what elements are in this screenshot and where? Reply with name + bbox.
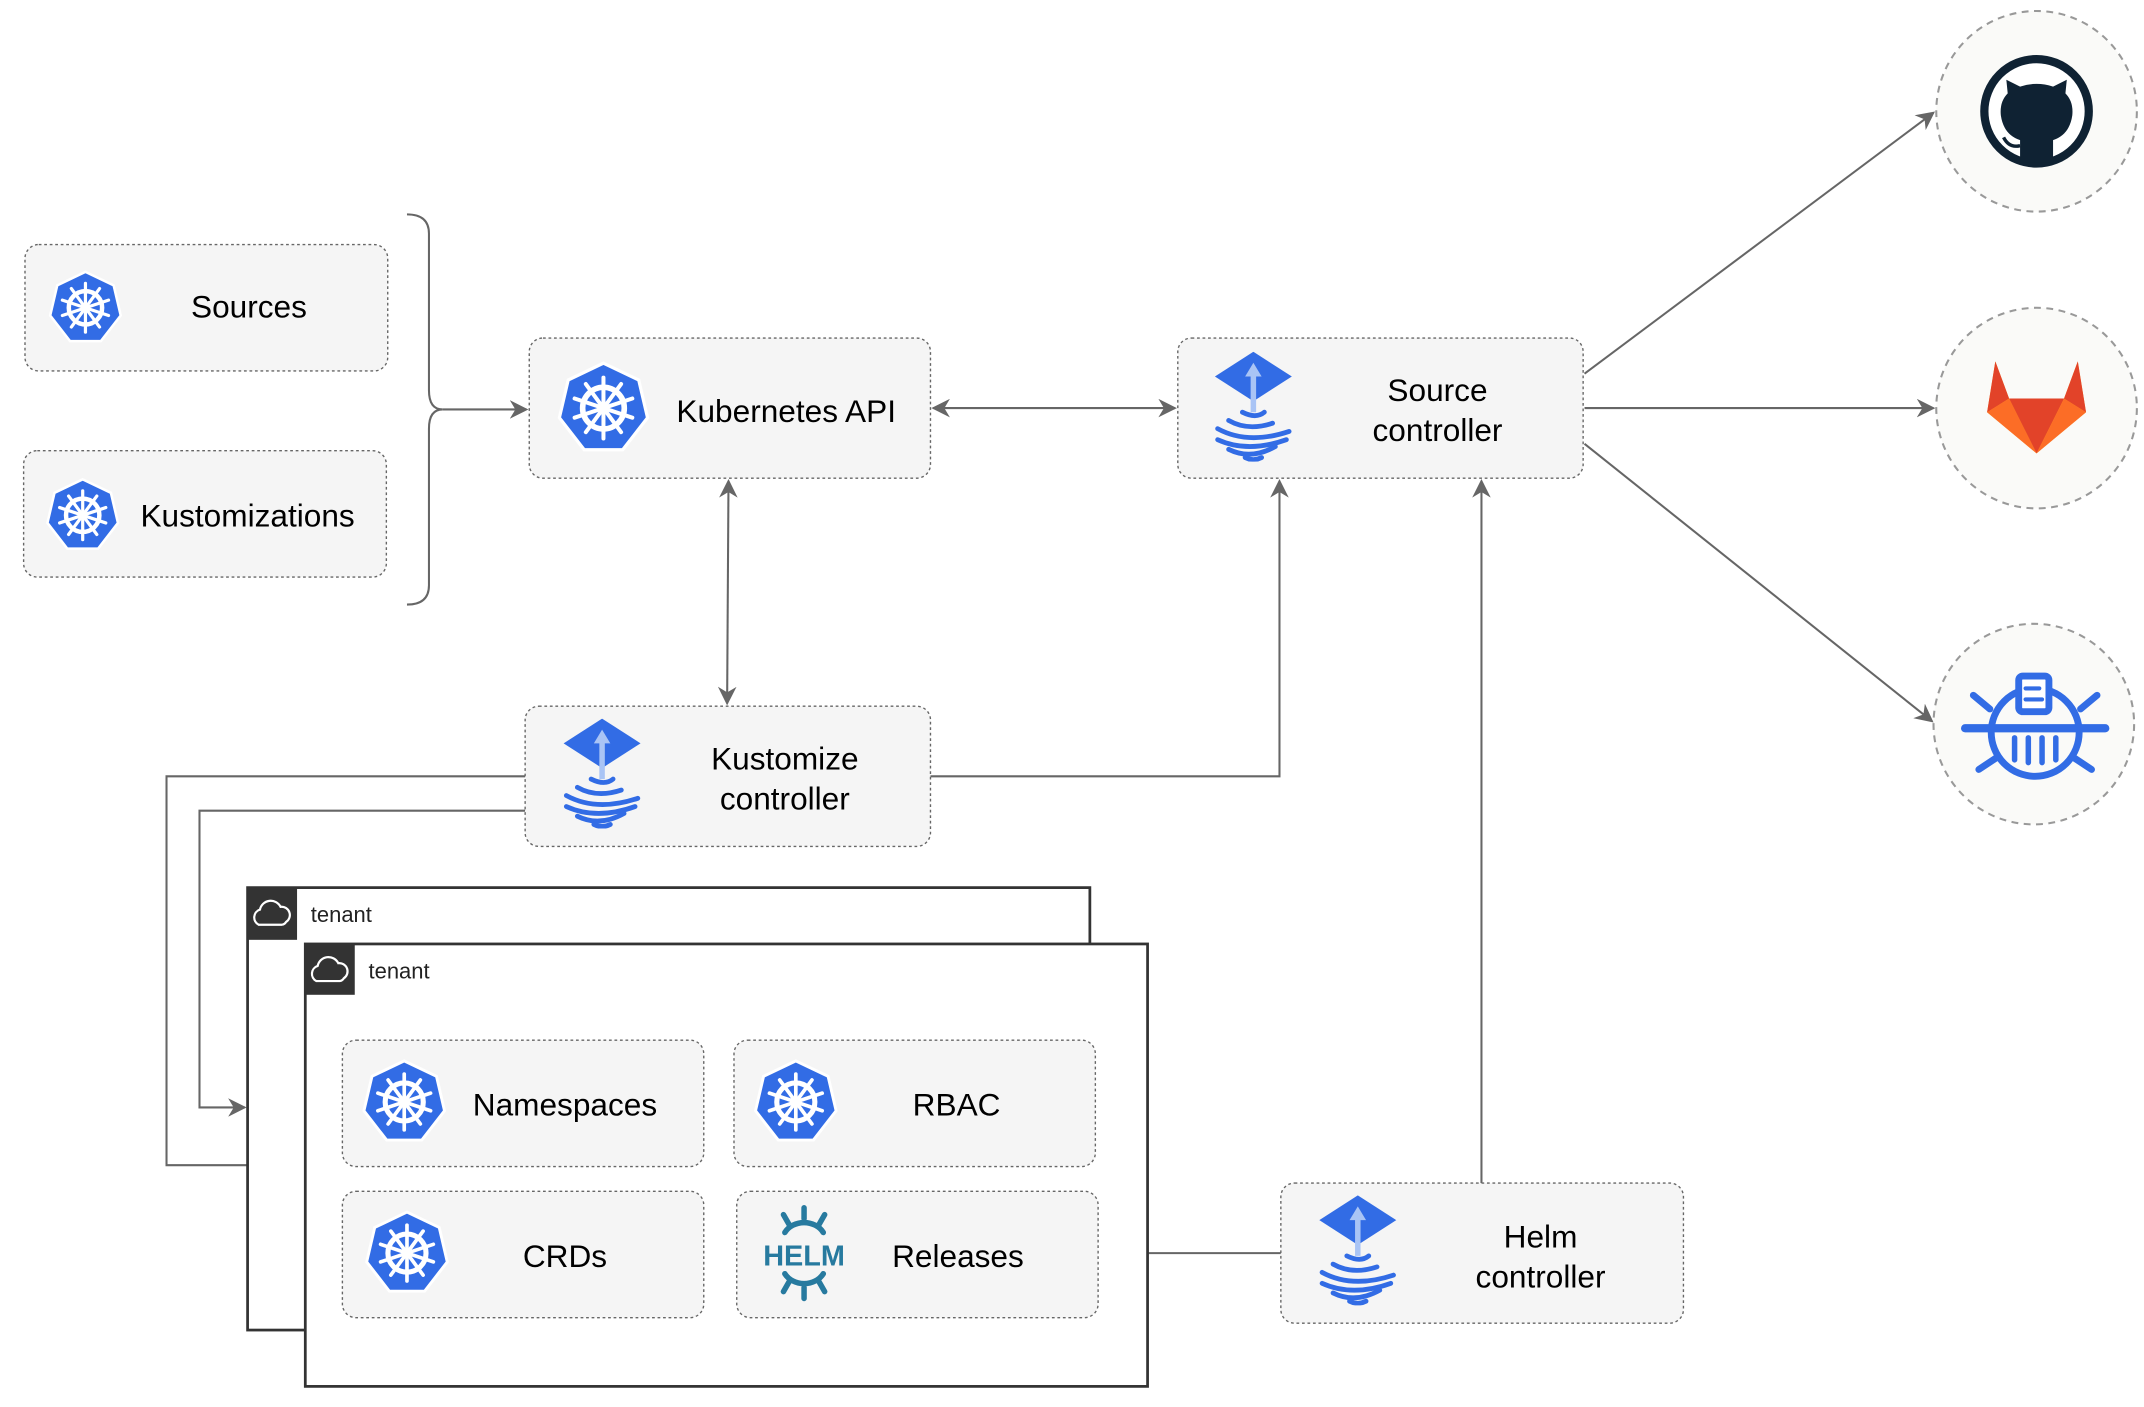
node-label-line-2: controller xyxy=(720,780,850,816)
kubernetes-icon xyxy=(756,1061,837,1140)
node-label-line-2: controller xyxy=(1476,1258,1606,1294)
kubernetes-icon xyxy=(50,272,121,341)
node-crds[interactable]: CRDs xyxy=(341,1190,705,1319)
node-label: Namespaces xyxy=(473,1087,657,1123)
node-label: RBAC xyxy=(913,1087,1001,1123)
node-label: Sources xyxy=(191,288,307,324)
kubernetes-icon xyxy=(364,1061,445,1140)
edge-kustomize-to-source xyxy=(930,479,1289,778)
edge-kustomize-to-tenant-back xyxy=(198,809,526,1117)
helm-icon: HELM xyxy=(763,1205,845,1302)
tenant-label: tenant xyxy=(311,902,372,927)
helm-logo-text: HELM xyxy=(763,1240,845,1272)
node-rbac[interactable]: RBAC xyxy=(733,1039,1097,1168)
oci-registry-icon xyxy=(1960,672,2110,780)
node-namespaces[interactable]: Namespaces xyxy=(341,1039,705,1168)
node-label-line-1: Source xyxy=(1387,372,1487,408)
tenant-front[interactable]: tenant Namespaces RBAC CRDs HEL xyxy=(303,942,1149,1388)
node-label-line-1: Kustomize xyxy=(711,740,858,776)
tenant-label: tenant xyxy=(369,958,430,983)
node-sources[interactable]: Sources xyxy=(24,243,389,372)
node-label: Releases xyxy=(892,1238,1024,1274)
node-label-line-1: Helm xyxy=(1504,1219,1578,1255)
node-kustomize-controller[interactable]: Kustomize controller xyxy=(524,705,932,848)
node-source-controller[interactable]: Source controller xyxy=(1177,337,1584,479)
edges xyxy=(165,111,1936,1263)
node-kustomizations[interactable]: Kustomizations xyxy=(22,449,388,578)
edge-kustomize-to-tenant xyxy=(165,775,526,1175)
edge-source-to-github xyxy=(1583,111,1935,375)
kubernetes-icon xyxy=(559,363,647,450)
node-helm-controller[interactable]: Helm controller xyxy=(1280,1182,1685,1324)
edge-api-kustomize-controller xyxy=(717,479,738,706)
oci-registry-source[interactable] xyxy=(1932,622,2136,826)
github-icon xyxy=(1980,54,2093,168)
gitlab-icon xyxy=(1987,361,2087,454)
grouping-brace xyxy=(406,213,443,606)
node-label: Kubernetes API xyxy=(676,393,896,429)
edge-source-to-oci xyxy=(1583,443,1934,723)
node-label: CRDs xyxy=(523,1238,607,1274)
gitlab-source[interactable] xyxy=(1935,306,2138,510)
node-label: Kustomizations xyxy=(140,497,354,533)
kubernetes-icon xyxy=(367,1212,448,1291)
kubernetes-icon xyxy=(47,479,118,548)
node-releases[interactable]: HELM Releases xyxy=(736,1190,1099,1319)
github-source[interactable] xyxy=(1935,9,2138,213)
node-kubernetes-api[interactable]: Kubernetes API xyxy=(528,337,932,479)
node-label-line-2: controller xyxy=(1373,412,1503,448)
